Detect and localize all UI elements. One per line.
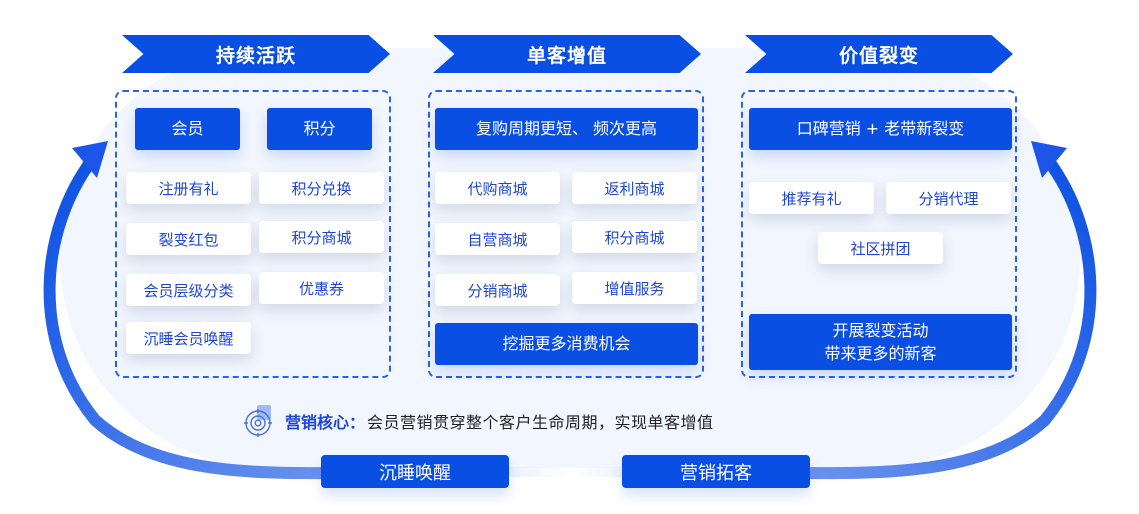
chip-distribution-mall[interactable]: 分销商城 [435,274,560,306]
chip-dormant-member-wakeup[interactable]: 沉睡会员唤醒 [126,322,251,354]
fission-activity-line1: 开展裂变活动 [832,320,929,340]
stage-banner-value-add: 单客增值 [433,35,701,73]
chip-rebate-mall[interactable]: 返利商城 [572,172,697,204]
chip-points-exchange[interactable]: 积分兑换 [259,172,384,204]
chip-registration-gift[interactable]: 注册有礼 [126,172,251,204]
stage-banner-fission: 价值裂变 [745,35,1013,73]
right-arrow-head-icon [1031,141,1067,178]
marketing-acquisition-button[interactable]: 营销拓客 [622,455,810,488]
member-button[interactable]: 会员 [135,108,240,150]
core-label: 营销核心： [285,413,366,432]
chip-distribution-agent[interactable]: 分销代理 [886,182,1011,214]
chip-coupon[interactable]: 优惠券 [259,272,384,304]
fission-activity-button[interactable]: 开展裂变活动 带来更多的新客 [749,314,1012,370]
stage-panel-fission: 口碑营销 + 老带新裂变 推荐有礼 分销代理 社区拼团 开展裂变活动 带来更多的… [741,90,1017,378]
more-consumption-button[interactable]: 挖掘更多消费机会 [435,323,698,365]
chip-value-added-service[interactable]: 增值服务 [572,272,697,304]
fission-activity-line2: 带来更多的新客 [824,344,937,363]
chip-fission-red-packet[interactable]: 裂变红包 [126,223,251,255]
word-of-mouth-button[interactable]: 口碑营销 + 老带新裂变 [749,108,1012,150]
stage-banner-active: 持续活跃 [122,35,390,73]
chip-proxy-mall[interactable]: 代购商城 [435,172,560,204]
chip-self-operated-mall[interactable]: 自营商城 [435,223,560,255]
repurchase-button[interactable]: 复购周期更短、 频次更高 [435,108,698,150]
chip-points-mall-2[interactable]: 积分商城 [572,221,697,253]
dormant-wakeup-button[interactable]: 沉睡唤醒 [321,455,509,488]
target-icon [244,405,272,437]
marketing-core-statement: 营销核心： 会员营销贯穿整个客户生命周期，实现单客增值 [243,404,714,438]
stage-panel-value-add: 复购周期更短、 频次更高 代购商城 返利商城 自营商城 积分商城 分销商城 增值… [428,90,704,378]
bottom-connector-bar [330,467,810,477]
points-button[interactable]: 积分 [267,108,372,150]
chip-community-group-buy[interactable]: 社区拼团 [818,232,943,264]
right-arc-arrow [809,156,1097,480]
chip-points-mall[interactable]: 积分商城 [259,221,384,253]
chip-referral-gift[interactable]: 推荐有礼 [749,182,874,214]
core-text: 会员营销贯穿整个客户生命周期，实现单客增值 [367,413,714,432]
stage-panel-active: 会员 积分 注册有礼 积分兑换 裂变红包 积分商城 会员层级分类 优惠券 沉睡会… [115,90,391,378]
left-arc-arrow [43,156,331,480]
left-arrow-head-icon [72,141,108,178]
chip-member-tier[interactable]: 会员层级分类 [126,274,251,306]
